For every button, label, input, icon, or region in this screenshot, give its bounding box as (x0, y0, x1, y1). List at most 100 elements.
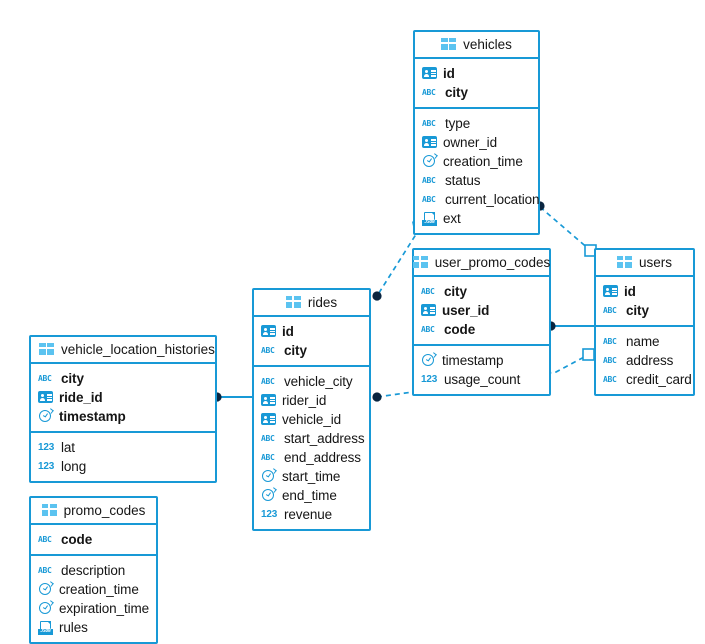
field-row[interactable]: 123 long (31, 457, 215, 476)
field-row[interactable]: ABC end_address (254, 448, 369, 467)
entity-vehicle-location-histories[interactable]: vehicle_location_histories ABC city ride… (29, 335, 217, 483)
entity-header: vehicles (415, 32, 538, 59)
field-name: city (626, 303, 649, 318)
field-name: timestamp (442, 353, 504, 368)
table-icon (616, 256, 633, 269)
field-name: creation_time (59, 582, 139, 597)
abc-icon: ABC (422, 119, 436, 128)
table-icon (441, 38, 457, 51)
field-row[interactable]: ABC code (414, 320, 549, 339)
field-name: timestamp (59, 409, 126, 424)
abc-icon: ABC (261, 453, 275, 462)
field-row[interactable]: ABC city (415, 83, 538, 102)
field-name: lat (61, 440, 75, 455)
abc-icon: ABC (603, 306, 617, 315)
marker-filled-dot (372, 291, 382, 301)
number-icon: 123 (38, 442, 55, 453)
field-name: usage_count (444, 372, 521, 387)
entity-rides[interactable]: rides id ABC city ABC vehicle_city rider… (252, 288, 371, 531)
field-row[interactable]: ABC vehicle_city (254, 372, 369, 391)
abc-icon: ABC (261, 346, 275, 355)
abc-icon: ABC (261, 434, 275, 443)
field-name: name (626, 334, 660, 349)
field-row[interactable]: id (254, 322, 369, 341)
field-name: rules (59, 620, 88, 635)
field-row[interactable]: ABC city (31, 369, 215, 388)
field-name: id (624, 284, 636, 299)
field-row[interactable]: id (415, 64, 538, 83)
abc-icon: ABC (261, 377, 275, 386)
field-row[interactable]: ABC city (414, 282, 549, 301)
field-row[interactable]: 123 lat (31, 438, 215, 457)
clock-icon (261, 486, 277, 503)
field-name: start_time (282, 469, 341, 484)
entity-promo-codes[interactable]: promo_codes ABC code ABC description cre… (29, 496, 158, 644)
abc-icon: ABC (422, 176, 436, 185)
entity-title: user_promo_codes (434, 255, 551, 270)
field-name: description (61, 563, 126, 578)
abc-icon: ABC (421, 325, 435, 334)
field-row[interactable]: start_time (254, 467, 369, 486)
entity-user-promo-codes[interactable]: user_promo_codes ABC city user_id ABC co… (412, 248, 551, 396)
field-row[interactable]: timestamp (31, 407, 215, 426)
field-name: city (61, 371, 84, 386)
field-name: status (445, 173, 481, 188)
entity-header: vehicle_location_histories (31, 337, 215, 364)
field-row[interactable]: 123 usage_count (414, 370, 549, 389)
primary-key-section: ABC city ride_id timestamp (31, 364, 215, 431)
primary-key-section: id ABC city (596, 277, 693, 325)
entity-header: rides (254, 290, 369, 317)
field-row[interactable]: expiration_time (31, 599, 156, 618)
field-row[interactable]: ABC credit_card (596, 370, 693, 389)
field-name: city (284, 343, 307, 358)
field-row[interactable]: ABC type (415, 114, 538, 133)
field-row[interactable]: JSON rules (31, 618, 156, 637)
field-row[interactable]: rider_id (254, 391, 369, 410)
entity-header: user_promo_codes (412, 250, 551, 277)
field-row[interactable]: ABC city (596, 301, 693, 320)
entity-users[interactable]: users id ABC city ABC name ABC address A… (594, 248, 695, 396)
field-name: owner_id (443, 135, 497, 150)
primary-key-section: id ABC city (415, 59, 538, 107)
field-row[interactable]: ride_id (31, 388, 215, 407)
entity-title: vehicle_location_histories (61, 342, 215, 357)
field-row[interactable]: ABC current_location (415, 190, 540, 209)
field-row[interactable]: ABC city (254, 341, 369, 360)
field-row[interactable]: ABC status (415, 171, 538, 190)
fields-section: timestamp 123 usage_count (414, 344, 549, 394)
field-name: creation_time (443, 154, 523, 169)
field-name: credit_card (626, 372, 692, 387)
field-row[interactable]: id (596, 282, 693, 301)
clock-icon (38, 580, 54, 597)
fields-section: ABC type owner_id creation_time ABC stat… (415, 107, 540, 233)
fields-section: ABC name ABC address ABC credit_card (596, 325, 693, 394)
field-row[interactable]: creation_time (31, 580, 156, 599)
field-row[interactable]: user_id (414, 301, 549, 320)
field-row[interactable]: vehicle_id (254, 410, 369, 429)
field-name: end_time (282, 488, 337, 503)
field-row[interactable]: owner_id (415, 133, 538, 152)
field-row[interactable]: 123 revenue (254, 505, 369, 524)
field-row[interactable]: end_time (254, 486, 369, 505)
edge-vehicles-users (539, 206, 591, 251)
field-name: city (444, 284, 467, 299)
field-name: city (445, 85, 468, 100)
entity-vehicles[interactable]: vehicles id ABC city ABC type owner_id (413, 30, 540, 235)
field-row[interactable]: creation_time (415, 152, 538, 171)
field-row[interactable]: ABC description (31, 561, 156, 580)
json-icon: JSON (38, 620, 53, 635)
field-name: long (61, 459, 87, 474)
field-row[interactable]: ABC name (596, 332, 693, 351)
field-row[interactable]: ABC start_address (254, 429, 369, 448)
field-name: ride_id (59, 390, 103, 405)
field-row[interactable]: timestamp (414, 351, 549, 370)
field-row[interactable]: ABC address (596, 351, 693, 370)
field-name: type (445, 116, 471, 131)
entity-title: users (638, 255, 672, 270)
clock-icon (38, 599, 54, 616)
field-name: vehicle_id (282, 412, 342, 427)
id-card-icon (422, 135, 437, 150)
field-row[interactable]: ABC code (31, 530, 156, 549)
field-row[interactable]: JSON ext (415, 209, 538, 228)
field-name: end_address (284, 450, 361, 465)
